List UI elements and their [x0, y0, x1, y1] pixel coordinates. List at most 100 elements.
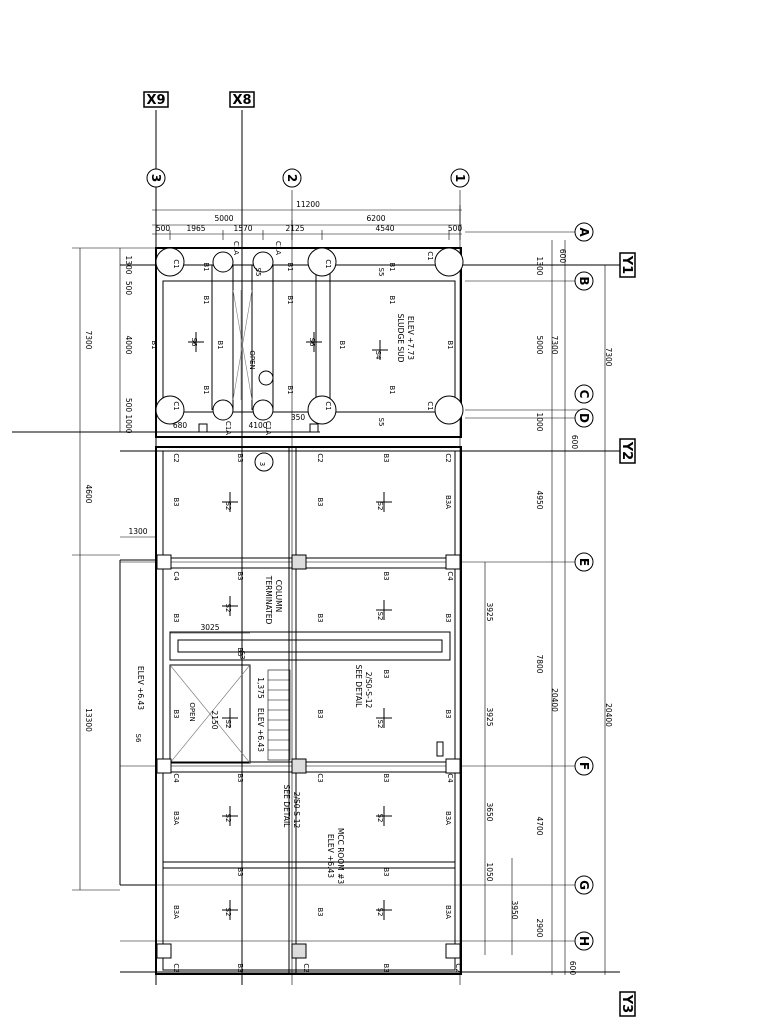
- dim-r-3925a: 3925: [485, 602, 494, 621]
- dim-r-1000: 1000: [535, 412, 544, 431]
- dim-r-7300-outer: 7300: [604, 347, 613, 366]
- grid-lines: [12, 110, 620, 985]
- bubble-e: E: [577, 558, 591, 566]
- dim-l-13300: 13300: [84, 708, 93, 732]
- bubble-f: F: [577, 762, 591, 770]
- label-b3: B3: [236, 963, 244, 972]
- dim-overall-width: 11200: [296, 200, 320, 209]
- square-columns: [156, 423, 461, 959]
- slab-span-arrows: [188, 332, 392, 920]
- dim-r-7300-inner: 7300: [550, 335, 559, 354]
- label-b1: B1: [216, 340, 224, 349]
- label-c2: C2: [316, 453, 324, 462]
- bubble-1: 1: [453, 174, 467, 182]
- building-walls: [119, 247, 462, 975]
- label-b3: B3: [172, 497, 180, 506]
- dim-r-5000: 5000: [535, 335, 544, 354]
- label-c4: C4: [172, 571, 180, 581]
- label-b3a: B3A: [444, 811, 452, 825]
- dim-r-3950: 3950: [510, 900, 519, 919]
- lower-wall-outline: [155, 446, 462, 975]
- label-b3: B3: [382, 773, 390, 782]
- right-dimensions: 600 1300 5000 1000 600 4950 7800 4700 29…: [484, 240, 613, 976]
- label-s5: S5: [377, 268, 385, 277]
- grid-box-y1: Y1: [619, 255, 634, 274]
- label-c2: C2: [444, 453, 452, 462]
- label-b1: B1: [338, 340, 346, 349]
- bubble-a: A: [577, 227, 591, 237]
- label-s2: S2: [224, 502, 232, 511]
- note-mcc-elev: ELEV +6.43: [326, 834, 335, 878]
- label-s2: S2: [224, 720, 232, 729]
- dim-l-1000: 1000: [124, 414, 133, 433]
- label-b3: B3: [236, 571, 244, 580]
- label-b3a: B3A: [444, 905, 452, 919]
- label-c3: C3: [316, 773, 324, 782]
- label-s2: S2: [376, 502, 384, 511]
- note-elev-643b: ELEV +6.43: [256, 708, 265, 752]
- label-b3: B3: [172, 613, 180, 622]
- note-see-detail: SEE DETAIL: [354, 665, 363, 708]
- note-terminated-1: TERMINATED: [264, 575, 273, 625]
- label-s2: S2: [224, 604, 232, 613]
- label-b1: B1: [202, 385, 210, 394]
- dim-sub-3: 1570: [233, 224, 252, 233]
- label-b1: B1: [388, 385, 396, 394]
- dim-4100: 4100: [248, 421, 267, 430]
- label-b3: B3: [382, 571, 390, 580]
- label-b1: B1: [286, 385, 294, 394]
- note-detail-ref: 2/S0-S-12: [292, 792, 301, 829]
- member-labels: C1 C1 C1 C1 C1 C1 C1A C1A C1A C1A B1 B1 …: [134, 241, 462, 973]
- round-columns: [155, 247, 464, 425]
- label-c1: C1: [324, 401, 332, 410]
- label-b1: B1: [286, 262, 294, 271]
- label-s2: S2: [376, 612, 384, 621]
- label-c1: C1: [172, 259, 180, 268]
- label-s2: S2: [376, 720, 384, 729]
- label-b3: B3: [236, 773, 244, 782]
- label-b3: B3: [444, 709, 452, 718]
- note-terminated-2: COLUMN: [274, 580, 283, 613]
- label-c4: C4: [172, 773, 180, 783]
- label-s4: S4: [374, 351, 382, 360]
- label-s3: S3: [238, 651, 246, 660]
- dim-r-600a: 600: [558, 249, 567, 264]
- dim-r-1300: 1300: [535, 256, 544, 275]
- dim-l-500b: 500: [124, 398, 133, 413]
- label-c1a: C1A: [232, 241, 240, 255]
- label-b3: B3: [382, 963, 390, 972]
- note-sludge-elev: ELEV +7.73: [406, 316, 415, 360]
- label-c4: C4: [446, 571, 454, 581]
- dim-r-4950: 4950: [535, 490, 544, 509]
- note-sludge: SLUDGE SUD: [396, 314, 405, 363]
- grid-box-y3: Y3: [619, 994, 634, 1013]
- label-b1: B1: [150, 340, 158, 349]
- label-c4: C4: [446, 773, 454, 783]
- label-b3: B3: [316, 907, 324, 916]
- bubble-b: B: [577, 276, 591, 285]
- dim-right-span: 6200: [366, 214, 385, 223]
- dim-r-1050: 1050: [485, 862, 494, 881]
- bubble-g: G: [577, 880, 591, 890]
- label-b3: B3: [236, 647, 244, 656]
- label-b1: B1: [286, 295, 294, 304]
- dim-r-600b: 600: [570, 435, 579, 450]
- dim-r-600c: 600: [568, 961, 577, 976]
- label-b3: B3: [172, 709, 180, 718]
- grid-box-y2: Y2: [619, 441, 634, 460]
- dim-r-2900: 2900: [535, 918, 544, 937]
- dim-3025: 3025: [200, 623, 219, 632]
- dim-2150: 2150: [210, 710, 219, 729]
- dim-1375: 1,375: [256, 677, 265, 699]
- grid-bubbles-right: A B C D E F G H: [574, 222, 594, 951]
- label-c2: C2: [172, 453, 180, 462]
- label-b3: B3: [316, 613, 324, 622]
- note-elev-643: ELEV +6.43: [136, 666, 145, 710]
- dim-350: 350: [291, 413, 306, 422]
- grid-box-x9: X9: [146, 93, 165, 108]
- label-s2: S2: [224, 814, 232, 823]
- label-c2: C2: [454, 963, 462, 972]
- dim-left-span: 5000: [214, 214, 233, 223]
- dim-sub-1: 500: [156, 224, 171, 233]
- dim-r-3925b: 3925: [485, 707, 494, 726]
